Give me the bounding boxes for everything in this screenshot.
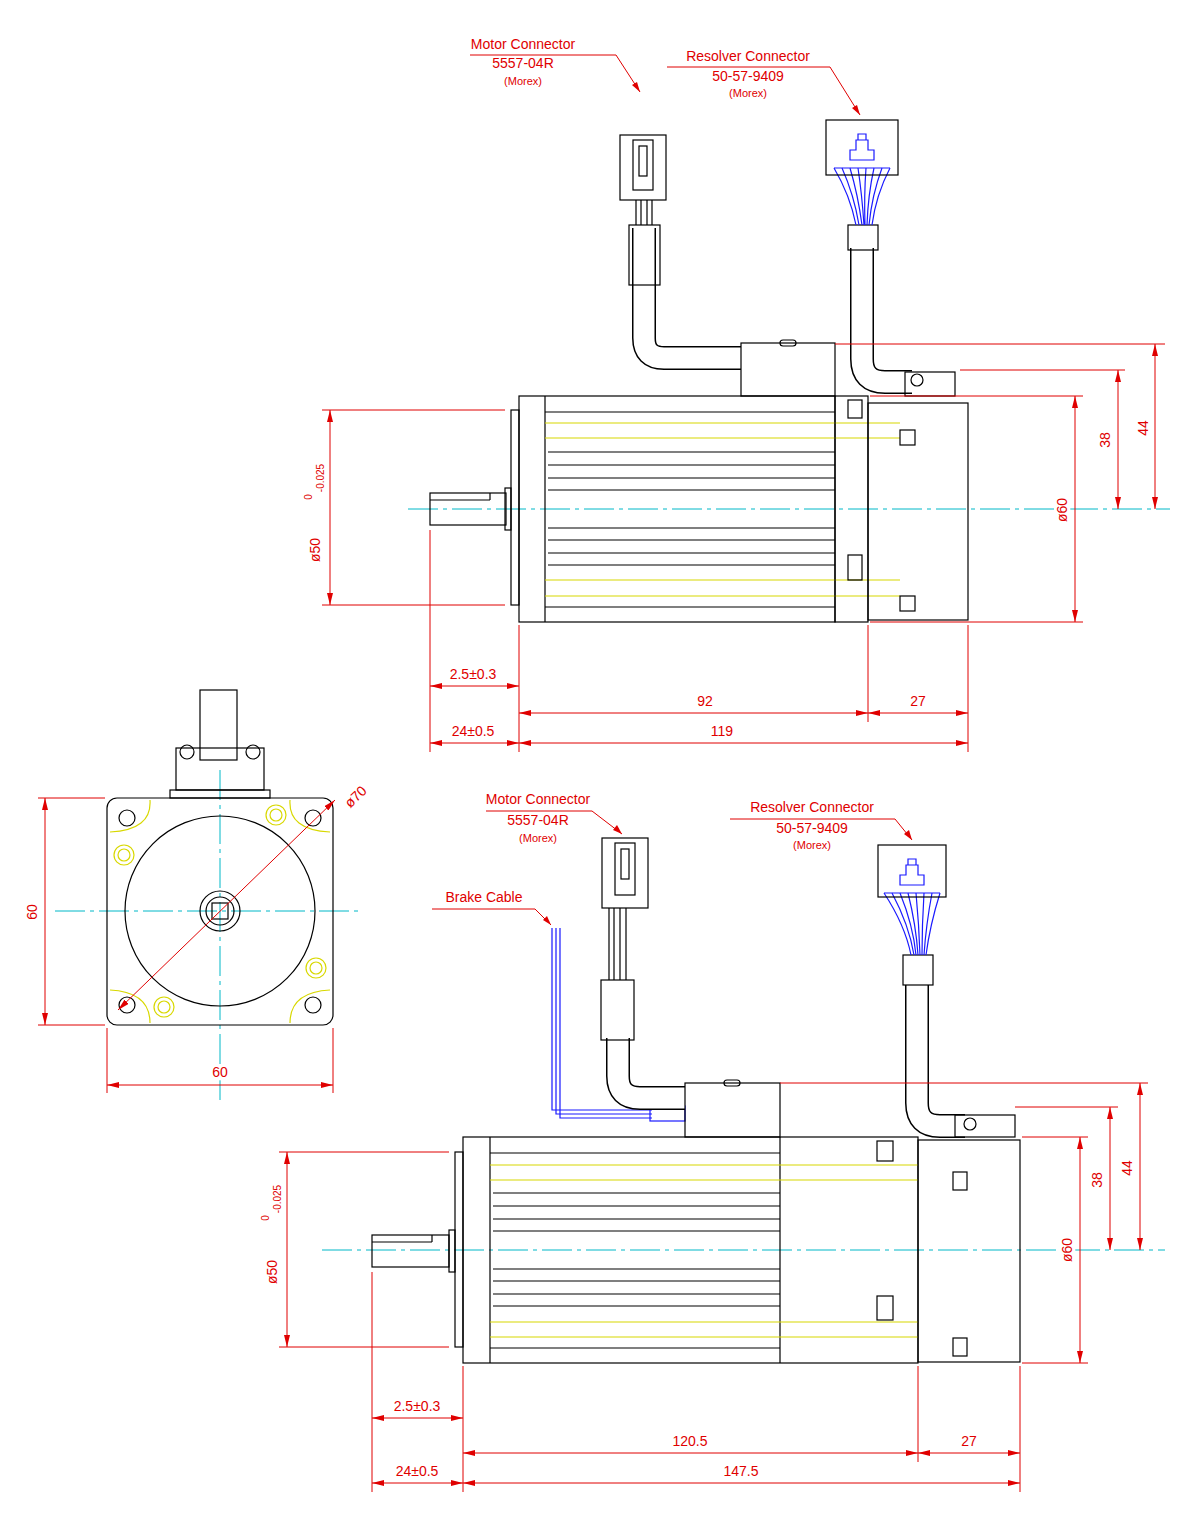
tolerance: 0 <box>303 493 314 501</box>
maker-note: (Morex) <box>792 839 832 851</box>
dimension: ø70 <box>341 782 370 811</box>
dimension: 44 <box>1136 419 1151 437</box>
motor-body <box>372 1137 1020 1363</box>
resolver-cable <box>878 845 1015 1137</box>
part-number: 5557-04R <box>491 56 555 71</box>
maker-note: (Morex) <box>503 75 543 87</box>
part-number: 50-57-9409 <box>775 821 849 836</box>
callout-title: Motor Connector <box>485 792 591 807</box>
motor-cable <box>620 135 741 358</box>
tolerance: -0.025 <box>272 1184 283 1214</box>
motor-body <box>430 396 968 622</box>
dimension: 27 <box>909 694 927 709</box>
leader-lines <box>432 811 912 925</box>
terminal-box <box>685 1080 780 1137</box>
tolerance: 0 <box>260 1214 271 1222</box>
resolver-cable <box>826 120 955 396</box>
motor-cable <box>601 838 685 1098</box>
dimension: 147.5 <box>722 1464 759 1479</box>
dimension: 92 <box>696 694 714 709</box>
dimension: 119 <box>710 724 734 739</box>
dimension: ø50 <box>265 1259 280 1285</box>
dimension: 2.5±0.3 <box>393 1399 442 1414</box>
callout-title: Brake Cable <box>444 890 523 905</box>
dimension: 120.5 <box>671 1434 708 1449</box>
dimensions <box>322 344 1165 752</box>
tolerance: -0.025 <box>315 463 326 493</box>
dimensions <box>279 1083 1148 1492</box>
callout-title: Motor Connector <box>470 37 576 52</box>
centerline <box>55 770 360 1100</box>
dimension: 2.5±0.3 <box>449 667 498 682</box>
dimension: 27 <box>960 1434 978 1449</box>
callout-title: Resolver Connector <box>685 49 811 64</box>
dimension: 38 <box>1090 1171 1105 1189</box>
dimension: 44 <box>1120 1159 1135 1177</box>
front-flange <box>107 690 333 1025</box>
dimension: ø60 <box>1055 497 1070 523</box>
part-number: 50-57-9409 <box>711 69 785 84</box>
dimension: 38 <box>1098 431 1113 449</box>
terminal-box <box>741 340 835 396</box>
dimension: ø50 <box>308 537 323 563</box>
maker-note: (Morex) <box>518 832 558 844</box>
dimension: 60 <box>211 1065 229 1080</box>
maker-note: (Morex) <box>728 87 768 99</box>
dimension: ø60 <box>1060 1237 1075 1263</box>
callout-title: Resolver Connector <box>749 800 875 815</box>
dimension: 24±0.5 <box>395 1464 440 1479</box>
dimension: 24±0.5 <box>451 724 496 739</box>
dimension: 60 <box>25 903 40 921</box>
part-number: 5557-04R <box>506 813 570 828</box>
brake-cable <box>552 928 685 1121</box>
dimensions <box>38 798 335 1093</box>
